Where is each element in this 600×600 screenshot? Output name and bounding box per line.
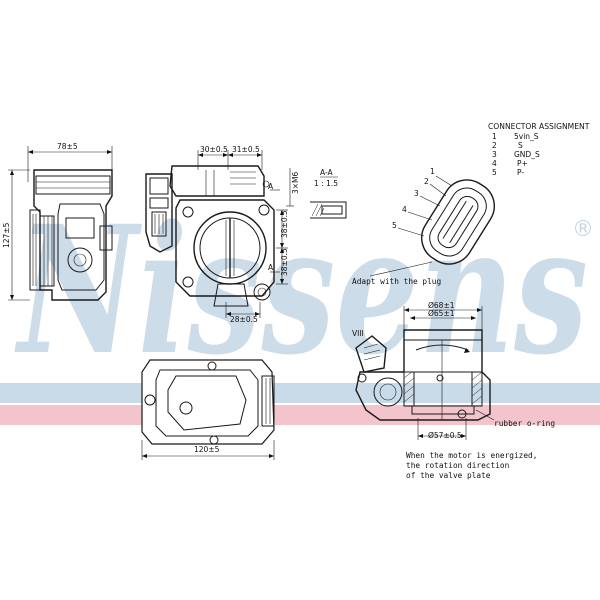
section-scale: 1 : 1.5 [314,179,338,188]
connector-row-4-signal: P+ [517,159,528,168]
side-width-dim: 78±5 [57,142,78,151]
watermark-trademark: ® [572,217,594,242]
section-detail: A-A 1 : 1.5 [310,168,347,219]
watermark-logo-text: Nissens [14,187,588,394]
plug-pin-4: 4 [402,205,407,214]
cutaway-dim-bottom: Ø57±0.5 [428,431,462,440]
note-line-1: When the motor is energized, [406,451,537,460]
connector-row-5-num: 5 [492,168,497,177]
bottom-width-dim: 120±5 [194,445,220,454]
front-dim-top-left: 30±0.5 [200,145,228,154]
plug-caption: Adapt with the plug [352,277,441,286]
front-view: 30±0.5 31±0.5 A [145,145,300,324]
connector-row-5-signal: P- [517,168,524,177]
connector-row-2-num: 2 [492,141,497,150]
front-dim-right-lower: 38±0.5 [280,248,289,276]
bottom-view: 120±5 [141,359,275,460]
cutaway-oring-label: rubber o-ring [494,419,555,428]
watermark: Nissens ® [0,187,600,425]
connector-row-2-signal: S [518,141,523,150]
plug-pin-2: 2 [424,177,429,186]
side-height-dim: 127±5 [2,222,11,248]
cutaway-dim-inner: Ø65±1 [428,309,455,318]
connector-table: CONNECTOR ASSIGNMENT 1 5vin_S 2 S 3 GND_… [488,122,590,177]
front-dim-bottom: 28±0.5 [230,315,258,324]
front-section-mark-lower: A [268,263,274,272]
connector-row-3-signal: GND_S [514,150,540,159]
cutaway-view: Ø68±1 Ø65±1 VIII [352,301,555,440]
cutaway-view-label: VIII [352,329,364,338]
note-line-3: of the valve plate [406,471,491,480]
connector-row-4-num: 4 [492,159,497,168]
plug-pin-3: 3 [414,189,419,198]
note-block: When the motor is energized, the rotatio… [406,451,537,480]
connector-title: CONNECTOR ASSIGNMENT [488,122,590,131]
cutaway-dim-outer: Ø68±1 [428,301,455,310]
plug-view: 1 2 3 4 5 Adapt with the plug [352,167,495,286]
note-line-2: the rotation direction [406,461,509,470]
front-dim-top-right: 31±0.5 [232,145,260,154]
front-dim-right-upper: 38±0.5 [280,210,289,238]
connector-row-1-signal: 5vin_S [514,132,539,141]
connector-row-3-num: 3 [492,150,497,159]
front-thread-callout: 3×M6 [291,171,300,194]
section-label: A-A [320,168,334,177]
front-section-mark: A [268,182,274,191]
side-view: 78±5 127±5 [2,142,113,301]
connector-row-1-num: 1 [492,132,497,141]
plug-pin-5: 5 [392,221,397,230]
plug-pin-1: 1 [430,167,435,176]
